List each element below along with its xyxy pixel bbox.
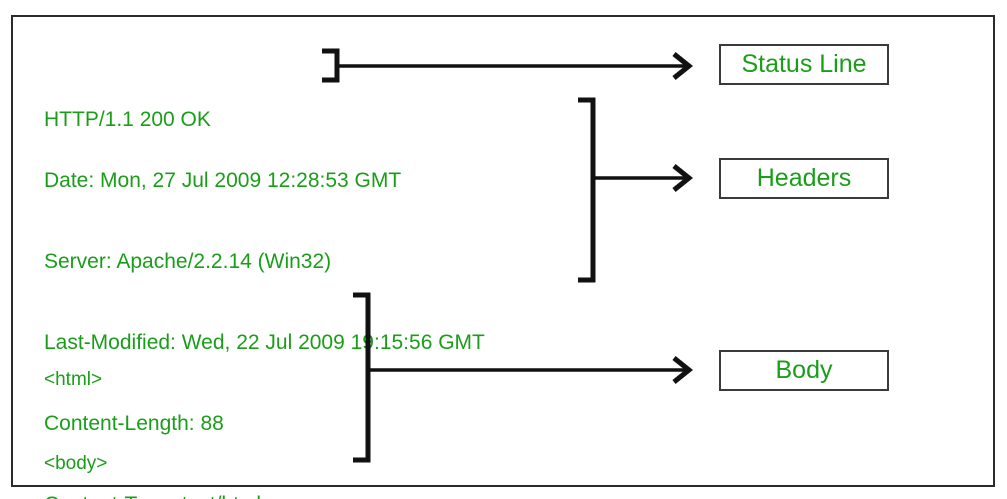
body-line-html-open: <html> [44, 369, 103, 390]
headers-text-block: Date: Mon, 27 Jul 2009 12:28:53 GMT Serv… [44, 113, 485, 499]
status-line-text-block: HTTP/1.1 200 OK [44, 52, 211, 187]
label-box-headers-text: Headers [756, 164, 852, 192]
label-box-body-text: Body [775, 356, 833, 384]
diagram-frame [11, 15, 995, 487]
header-line-date: Date: Mon, 27 Jul 2009 12:28:53 GMT [44, 169, 402, 192]
body-text-block: <html> <body> <h1>Hello, World!</h1> </b… [44, 310, 244, 499]
header-line-last-modified: Last-Modified: Wed, 22 Jul 2009 19:15:56… [44, 331, 485, 354]
label-box-status-line-text: Status Line [741, 50, 867, 78]
label-box-status-line: Status Line [719, 44, 889, 85]
label-box-body: Body [719, 350, 889, 391]
header-line-server: Server: Apache/2.2.14 (Win32) [44, 250, 332, 273]
status-line-text-line: HTTP/1.1 200 OK [44, 108, 211, 131]
header-line-content-length: Content-Length: 88 [44, 412, 224, 435]
header-line-content-type: Content-Type: text/html [44, 491, 485, 499]
body-line-body-open: <body> [44, 453, 108, 474]
label-box-headers: Headers [719, 158, 889, 199]
